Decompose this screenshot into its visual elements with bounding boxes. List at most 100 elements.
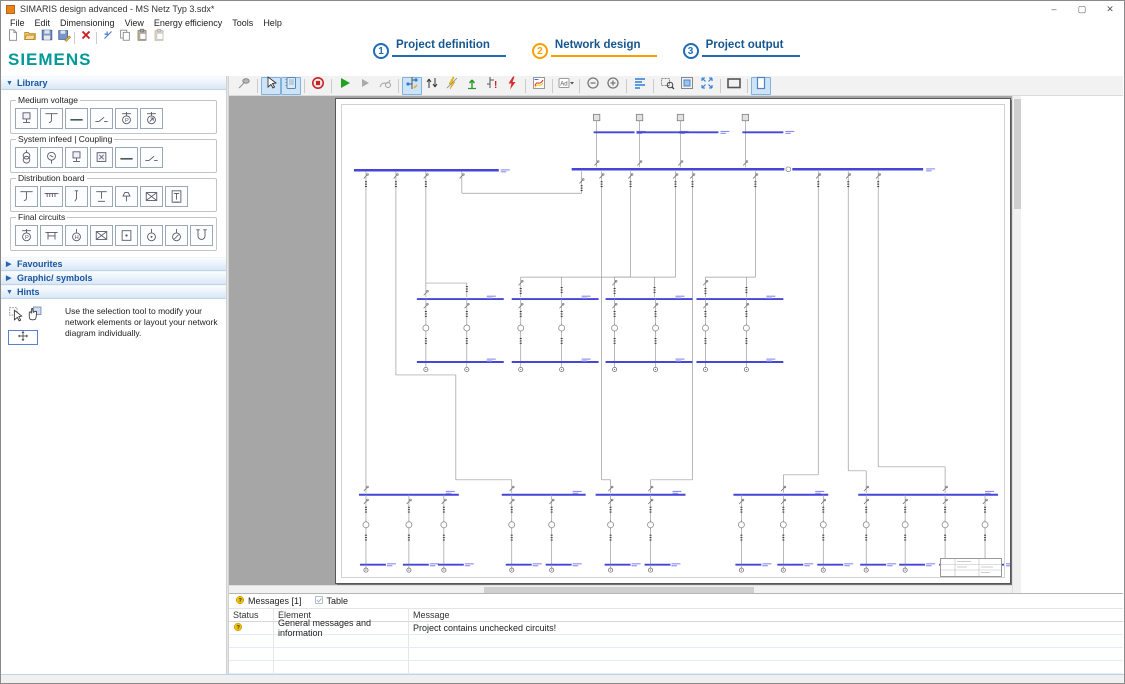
selectivity-button[interactable] <box>529 77 549 95</box>
open-folder-button[interactable] <box>21 30 38 46</box>
socket-circuit-tool[interactable] <box>140 225 163 246</box>
lv-disconnector-tool[interactable] <box>140 147 163 168</box>
check-network-button[interactable]: ! <box>482 77 502 95</box>
step-run-button[interactable] <box>355 77 375 95</box>
cut-button[interactable] <box>99 30 116 46</box>
minimize-button[interactable]: – <box>1051 4 1057 14</box>
menu-item-view[interactable]: View <box>124 18 144 28</box>
search-network-button[interactable] <box>375 77 395 95</box>
mv-circuit-breaker-tool[interactable]: P <box>115 108 138 129</box>
notebook-button[interactable] <box>281 76 301 95</box>
ups-circuit-tool[interactable] <box>190 225 213 246</box>
toolbar-separator <box>525 78 526 93</box>
horizontal-scrollbar-thumb[interactable] <box>484 587 754 593</box>
new-document-button[interactable] <box>4 29 21 46</box>
save-as-icon <box>57 28 71 47</box>
busbar-trunking-tool[interactable] <box>40 186 63 207</box>
menu-item-tools[interactable]: Tools <box>232 18 254 28</box>
horizontal-scrollbar[interactable] <box>229 585 1012 593</box>
save-button[interactable] <box>38 29 55 46</box>
cabinet-tool[interactable] <box>165 186 188 207</box>
generator-infeed-tool[interactable] <box>40 147 63 168</box>
paste-button[interactable] <box>133 28 150 46</box>
lamp-circuit-tool[interactable] <box>115 225 138 246</box>
zoom-page-button[interactable] <box>677 77 697 95</box>
copy-button[interactable] <box>116 29 133 46</box>
tab-label: Messages [1] <box>248 596 302 606</box>
messages-tab-messages[interactable]: ?Messages [1] <box>235 595 302 607</box>
lv-busbar-tool[interactable] <box>115 147 138 168</box>
sidebar-section-library[interactable]: ▼Library <box>1 76 226 90</box>
floor-distribution-tool[interactable] <box>115 186 138 207</box>
sub-distribution-tool[interactable] <box>90 186 113 207</box>
network-diagram[interactable] <box>336 99 1010 583</box>
mv-busbar-tool[interactable] <box>65 108 88 129</box>
short-circuit-button[interactable] <box>502 76 522 95</box>
updown-arrows-button[interactable] <box>422 77 442 95</box>
network-branch-button[interactable] <box>402 76 422 95</box>
pump-circuit-tool[interactable] <box>165 225 188 246</box>
mv-switch-fuse-tool[interactable] <box>140 108 163 129</box>
vertical-scrollbar-thumb[interactable] <box>1014 99 1021 209</box>
ad-dropdown-button[interactable]: Ad <box>556 77 576 95</box>
mv-outgoing-feeder-tool[interactable] <box>40 108 63 129</box>
align-button[interactable] <box>630 77 650 95</box>
pin-button[interactable] <box>234 77 254 95</box>
close-button[interactable]: ✕ <box>1106 3 1114 14</box>
sidebar-section-hints[interactable]: ▼Hints <box>1 285 226 299</box>
motor-circuit-icon: P <box>16 228 37 249</box>
zoom-out-button[interactable] <box>583 77 603 95</box>
menu-item-dimensioning[interactable]: Dimensioning <box>60 18 115 28</box>
save-as-button[interactable] <box>55 30 72 46</box>
frame-button[interactable] <box>724 77 744 95</box>
sidebar-section-favourites[interactable]: ▶Favourites <box>1 257 226 271</box>
transformer-infeed-tool[interactable] <box>15 147 38 168</box>
network-infeed-tool[interactable] <box>65 147 88 168</box>
column-header-status[interactable]: Status <box>233 610 259 620</box>
menu-item-edit[interactable]: Edit <box>34 18 51 28</box>
zoom-fit-button[interactable] <box>697 77 717 95</box>
menu-item-help[interactable]: Help <box>263 18 282 28</box>
select-arrow-button[interactable] <box>261 76 281 95</box>
panel-splitter[interactable] <box>226 76 229 674</box>
toolbar-separator <box>74 31 75 44</box>
menu-item-file[interactable]: File <box>10 18 25 28</box>
main-distribution-tool[interactable] <box>15 186 38 207</box>
energy-efficiency-button[interactable] <box>462 77 482 95</box>
generator-infeed-icon <box>41 151 62 171</box>
mv-disconnector-tool[interactable] <box>90 108 113 129</box>
page-portrait-button[interactable] <box>751 76 771 95</box>
zoom-in-button[interactable] <box>603 77 623 95</box>
distribution-stub-tool[interactable] <box>65 186 88 207</box>
heating-circuit-tool[interactable]: H <box>65 225 88 246</box>
elevator-circuit-tool[interactable] <box>40 225 63 246</box>
coupling-tool[interactable] <box>90 147 113 168</box>
table-icon <box>314 595 324 607</box>
delete-button[interactable] <box>77 30 94 46</box>
messages-tab-table[interactable]: Table <box>314 595 348 607</box>
menu-item-energy-efficiency[interactable]: Energy efficiency <box>153 18 223 28</box>
motor-circuit-tool[interactable]: P <box>15 225 38 246</box>
paste-special-button[interactable] <box>150 28 167 46</box>
window-title: SIMARIS design advanced - MS Netz Typ 3.… <box>20 4 215 14</box>
column-header-message[interactable]: Message <box>408 609 1123 621</box>
vertical-scrollbar[interactable] <box>1012 96 1021 593</box>
sidebar-section-graphics[interactable]: ▶Graphic/ symbols <box>1 271 226 285</box>
run-button[interactable] <box>335 77 355 95</box>
load-box-tool[interactable] <box>90 225 113 246</box>
impedance-button[interactable] <box>442 76 462 95</box>
column-header-element[interactable]: Element <box>273 609 408 621</box>
zoom-window-button[interactable] <box>657 77 677 95</box>
drawing-sheet[interactable] <box>335 98 1011 584</box>
move-tool-box <box>8 330 38 346</box>
distribution-box-tool[interactable] <box>140 186 163 207</box>
maximize-button[interactable]: ▢ <box>1077 3 1087 14</box>
switchgear-panel-tool[interactable] <box>15 108 38 129</box>
record-button[interactable] <box>308 77 328 95</box>
load-box-icon <box>91 231 112 249</box>
